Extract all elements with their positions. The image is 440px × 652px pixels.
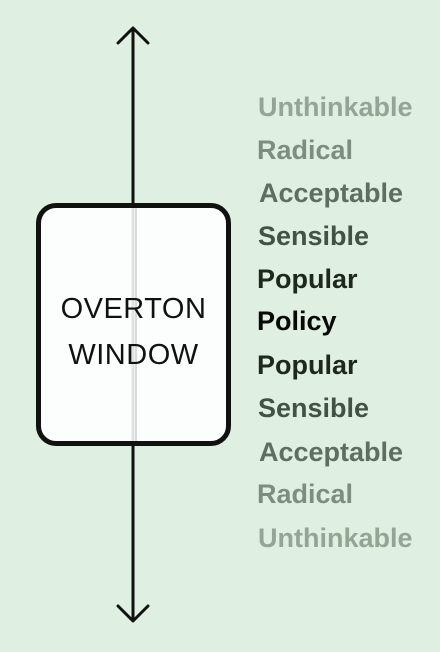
spectrum-label-radical-bottom: Radical [257, 479, 354, 509]
overton-window-label-line-2: WINDOW [68, 339, 199, 371]
overton-window-label: OVERTON WINDOW [41, 286, 226, 378]
spectrum-label-sensible-top: Sensible [258, 221, 370, 251]
overton-window-label-line-1: OVERTON [60, 293, 207, 325]
top-arrowhead [116, 26, 150, 45]
bottom-arrowhead [116, 604, 150, 623]
spectrum-label-sensible-bottom: Sensible [258, 393, 370, 423]
spectrum-label-policy: Policy [257, 306, 337, 336]
spectrum-label-acceptable-bottom: Acceptable [259, 437, 404, 467]
overton-window-box: OVERTON WINDOW [36, 203, 231, 446]
spectrum-label-acceptable-top: Acceptable [259, 178, 404, 208]
spectrum-label-radical-top: Radical [257, 135, 354, 165]
window-center-line [135, 208, 137, 441]
spectrum-label-popular-bottom: Popular [257, 350, 358, 380]
spectrum-label-popular-top: Popular [257, 264, 358, 294]
spectrum-label-unthinkable-bottom: Unthinkable [258, 523, 413, 553]
spectrum-label-unthinkable-top: Unthinkable [258, 92, 413, 122]
